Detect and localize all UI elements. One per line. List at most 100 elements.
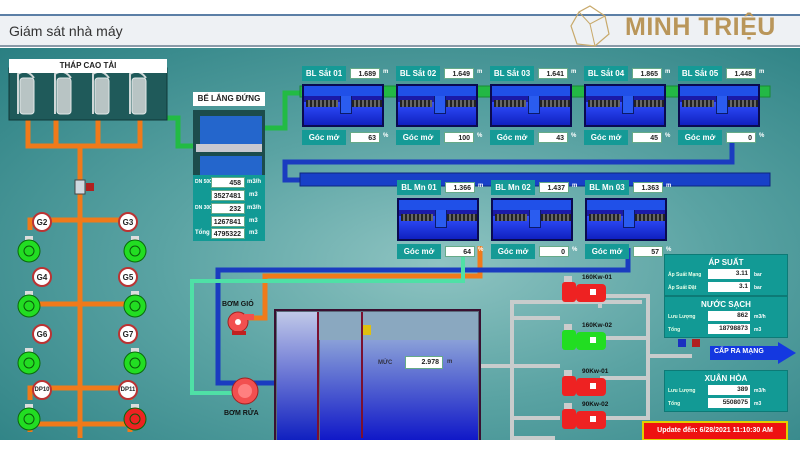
distribution-pump-label: 90Kw-01 [582,368,609,375]
tank-level-label: MỨC [378,360,393,366]
clean-water-flow-unit: m3/h [754,314,766,320]
setpoint-pressure-unit: bar [754,285,762,291]
tank-level-unit: m [447,359,453,365]
grey-pipes [480,294,692,440]
well-pump-icon[interactable] [16,291,42,319]
iron_filters-filter-unit[interactable]: BL Sắt 03 1.641 m Góc mở 43 % [488,66,578,146]
filter-name: BL Sắt 01 [302,66,346,81]
settling-tank-title: BỂ LẮNG ĐỨNG [193,92,265,106]
dn300-total: 1267841 [211,216,245,227]
angle-value: 64 [445,246,475,257]
dn300-flow: 232 [211,203,245,214]
filter-level: 1.865 [632,68,662,79]
angle-unit: % [478,247,484,253]
well-pump-icon[interactable] [122,236,148,264]
mn_filters-filter-unit[interactable]: BL Mn 02 1.437 m Góc mở 0 % [489,180,579,260]
distribution-pump-icon[interactable] [560,370,610,400]
angle-unit: % [666,247,672,253]
update-timestamp: Update đến: 6/28/2021 11:10:30 AM [642,421,788,441]
clean-water-total-value: 18798873 [708,324,750,334]
filter-level: 1.689 [350,68,380,79]
air-blower-label: BƠM GIÓ [222,301,254,308]
angle-label: Góc mở [585,244,629,259]
setpoint-pressure-label: Áp Suất Đặt [668,285,697,291]
filter-name: BL Mn 03 [585,180,629,195]
filter-name: BL Sắt 05 [678,66,722,81]
mn_filters-filter-unit[interactable]: BL Mn 03 1.363 m Góc mở 57 % [583,180,673,260]
network-pressure-label: Áp Suất Mạng [668,272,702,278]
clean-water-flow-value: 862 [708,311,750,321]
filter-level: 1.448 [726,68,756,79]
angle-label: Góc mở [302,130,346,145]
well-pump-icon[interactable] [16,348,42,376]
iron_filters-filter-unit[interactable]: BL Sắt 05 1.448 m Góc mở 0 % [676,66,766,146]
xuan-hoa-flow-value: 389 [708,385,750,395]
filter-tank-icon [397,198,479,241]
bottom-margin [0,440,800,450]
dn500-label: DN 500 [195,179,212,185]
angle-unit: % [571,133,577,139]
filter-name: BL Sắt 03 [490,66,534,81]
filter-name: BL Mn 01 [397,180,441,195]
sum-unit: m3 [249,230,258,236]
angle-value: 43 [538,132,568,143]
distribution-pump-icon[interactable] [560,276,610,306]
distribution-pump-icon[interactable] [560,403,610,433]
top-margin [0,0,800,14]
iron_filters-filter-unit[interactable]: BL Sắt 01 1.689 m Góc mở 63 % [300,66,390,146]
well-pump-label: G4 [32,267,52,287]
dn500-flow: 458 [211,177,245,188]
wash-pump-icon[interactable] [230,376,260,406]
arrow-right-icon [778,342,796,364]
well-pump-icon[interactable] [16,236,42,264]
flow-meter-icon [74,179,86,195]
iron_filters-filter-unit[interactable]: BL Sắt 04 1.865 m Góc mở 45 % [582,66,672,146]
meter-indicator-icon [86,183,94,191]
dn300-total-unit: m3 [249,218,258,224]
pressure-panel: ÁP SUẤT Áp Suất Mạng 3.11 bar Áp Suất Đặ… [664,254,788,296]
mn_filters-filter-unit[interactable]: BL Mn 01 1.366 m Góc mở 64 % [395,180,485,260]
well-pump-label: G5 [118,267,138,287]
xuan-hoa-total-unit: m3 [754,401,762,407]
filter-level-unit: m [759,69,765,75]
well-pump-label: G7 [118,324,138,344]
iron_filters-filter-unit[interactable]: BL Sắt 02 1.649 m Góc mở 100 % [394,66,484,146]
cooling-tower-units [19,77,147,115]
clean-water-flow-label: Lưu Lượng [668,314,696,320]
teal-pipes [190,246,465,395]
outlet-label: CẤP RA MẠNG [714,348,764,355]
filter-tank-icon [302,84,384,127]
distribution-pump-icon[interactable] [560,324,610,354]
angle-unit: % [572,247,578,253]
network-pressure-value: 3.11 [708,269,750,279]
clean-water-total-unit: m3 [754,327,762,333]
filter-level-unit: m [666,183,672,189]
angle-label: Góc mở [397,244,441,259]
dn300-flow-unit: m3/h [247,205,262,211]
well-pump-icon[interactable] [122,291,148,319]
cooling-tower-title: THÁP CAO TẢI [9,59,167,73]
air-blower-icon[interactable] [226,310,254,336]
dn500-total-unit: m3 [249,192,258,198]
distribution-pump-label: 160Kw-02 [582,322,612,329]
page-header: Giám sát nhà máy [0,14,800,47]
filter-level: 1.366 [445,182,475,193]
dn500-total: 3527481 [211,190,245,201]
angle-value: 45 [632,132,662,143]
dn500-flow-unit: m3/h [247,179,262,185]
sum-label: Tổng [195,230,210,236]
filter-level-unit: m [383,69,389,75]
well-pump-icon[interactable] [122,348,148,376]
filter-tank-icon [491,198,573,241]
filter-level-unit: m [571,69,577,75]
page-title: Giám sát nhà máy [9,23,123,39]
well-pump-icon[interactable] [122,404,148,432]
settling-tank-readouts: DN 500 458 m3/h 3527481 m3 DN 300 232 m3… [193,175,265,241]
well-pump-icon[interactable] [16,404,42,432]
company-logo[interactable]: MINH TRIỆU [565,4,800,48]
clean-water-panel: NƯỚC SẠCH Lưu Lượng 862 m3/h Tổng 187988… [664,296,788,338]
well-pump-label: G2 [32,212,52,232]
filter-name: BL Mn 02 [491,180,535,195]
xuan-hoa-flow-label: Lưu Lượng [668,388,696,394]
filter-tank-icon [396,84,478,127]
